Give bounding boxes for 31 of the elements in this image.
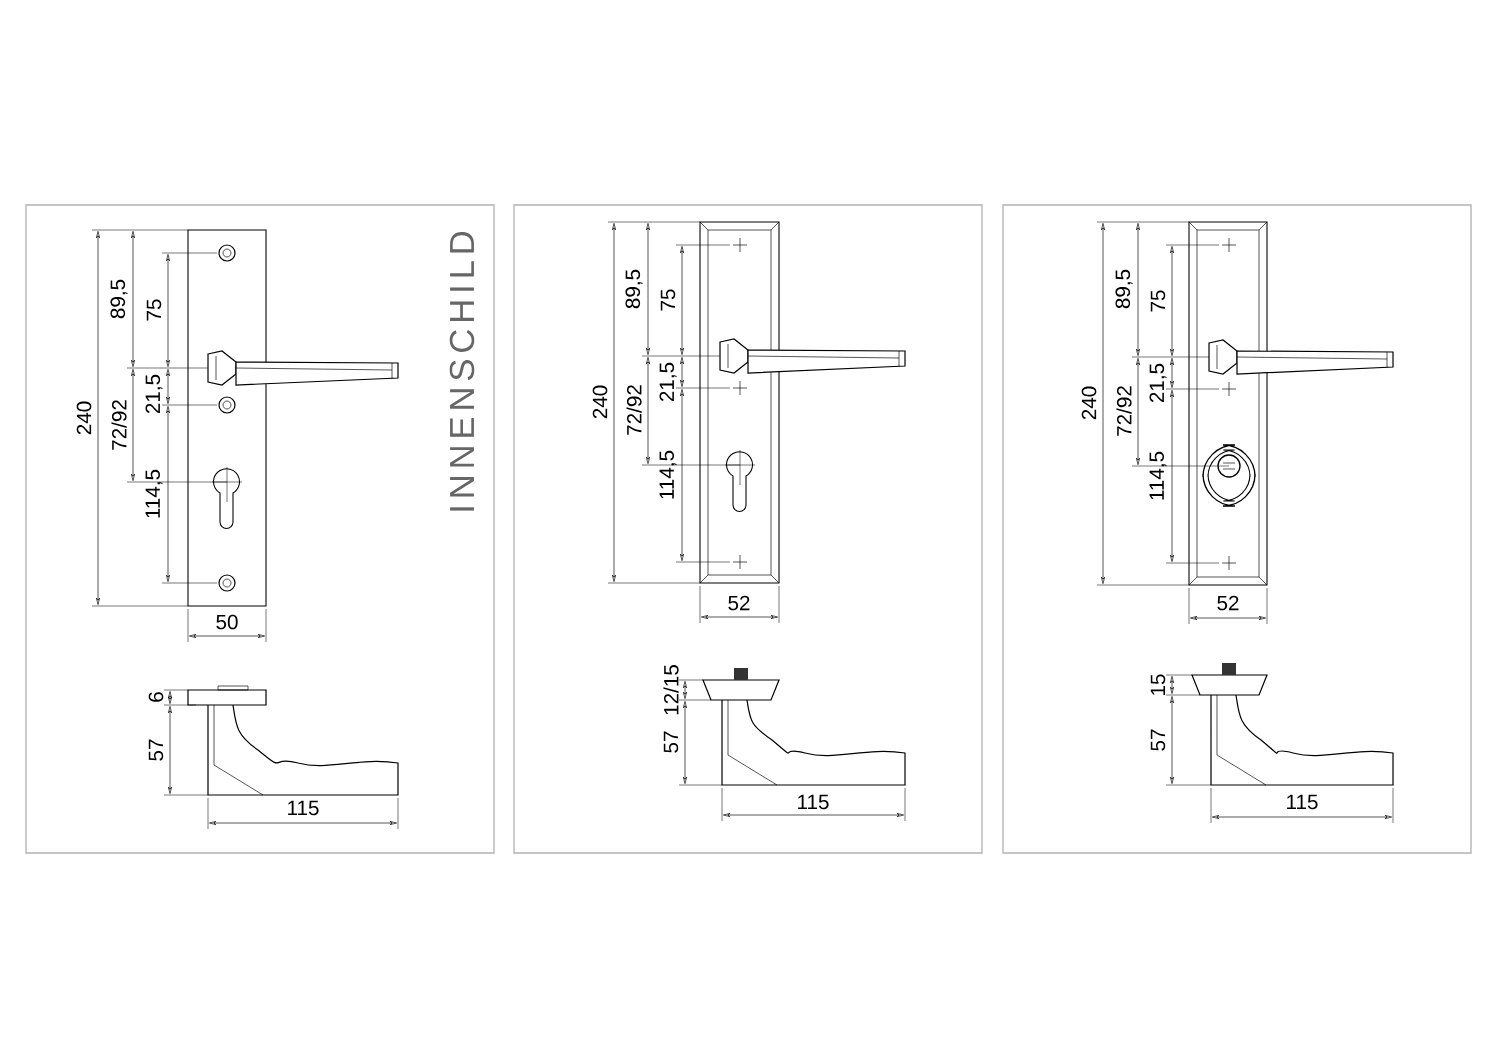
dimension-label: 72/92 (1116, 386, 1132, 436)
dimension-label: 89,5 (625, 269, 643, 309)
dimension-label: 240 (592, 385, 608, 419)
dimension-label: 89,5 (110, 279, 128, 319)
dimension-label: 50 (216, 614, 238, 630)
dimension-label: 15 (1150, 674, 1166, 695)
dimension-label: 72/92 (111, 400, 127, 450)
dimension-label: 21,5 (1149, 363, 1167, 403)
dimension-label: 21,5 (145, 374, 163, 414)
dimension-label: 57 (663, 731, 679, 753)
dimension-label: 115 (1287, 794, 1318, 810)
dimension-label: 57 (148, 739, 164, 761)
dimension-label: 75 (146, 299, 162, 321)
dimension-label: 115 (288, 800, 319, 816)
dimension-label: 72/92 (626, 385, 642, 435)
dimension-label: 52 (728, 595, 750, 611)
dimension-label: 52 (1217, 595, 1239, 611)
dimension-label: 89,5 (1115, 269, 1133, 309)
dimension-label: 75 (1150, 290, 1166, 312)
dimension-label: 114,5 (145, 469, 163, 518)
dimension-label: 240 (1081, 386, 1097, 420)
dimension-label: 57 (1150, 729, 1166, 751)
panel-title: INNENSCHILD (449, 231, 475, 511)
dimension-label: 115 (798, 794, 829, 810)
dimension-label: 114,5 (659, 450, 677, 499)
dimension-label: 6 (148, 692, 164, 702)
dimension-label: 114,5 (1149, 451, 1167, 500)
dimension-label: 240 (76, 401, 92, 435)
dimension-label: 75 (660, 289, 676, 311)
dimension-label: 21,5 (659, 362, 677, 402)
dimension-label: 12/15 (663, 665, 679, 715)
